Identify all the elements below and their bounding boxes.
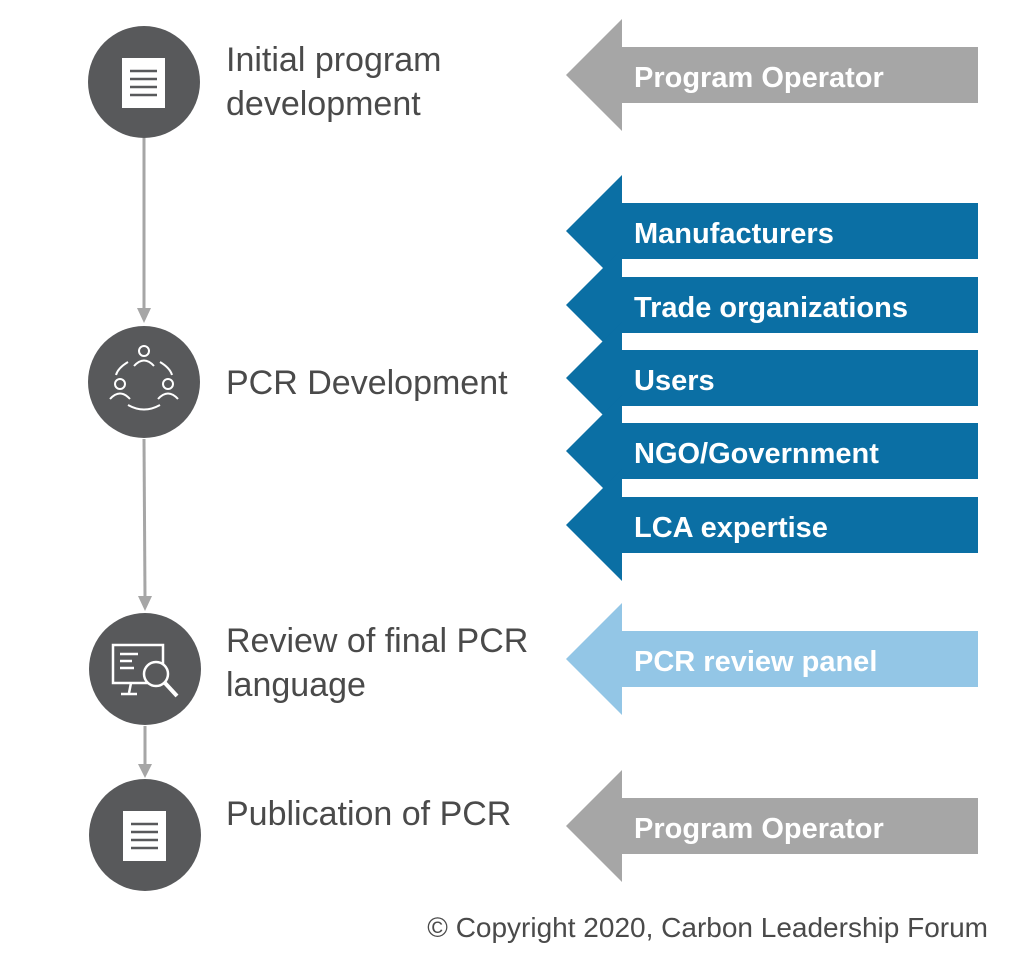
arrow-shape	[566, 395, 978, 507]
arrow-ngo-government: NGO/Government	[566, 395, 978, 507]
arrow-shape	[566, 770, 978, 882]
step-1-circle	[88, 26, 200, 138]
arrow-program-operator-bottom: Program Operator	[566, 770, 978, 882]
connector-2	[138, 438, 152, 611]
arrow-label: Trade organizations	[634, 292, 908, 324]
arrow-lca-expertise: LCA expertise	[566, 469, 978, 581]
document-icon	[122, 58, 165, 108]
step-label-pcr-development: PCR Development	[226, 364, 508, 402]
copyright-notice: © Copyright 2020, Carbon Leadership Foru…	[427, 912, 988, 943]
arrow-shape	[566, 19, 978, 131]
step-2-circle	[88, 326, 200, 438]
step-label-initial-program-development: Initial program development	[226, 41, 442, 123]
arrow-trade-organizations: Trade organizations	[566, 249, 978, 361]
arrow-users: Users	[566, 322, 978, 434]
arrow-pcr-review-panel: PCR review panel	[566, 603, 978, 715]
arrow-label: Program Operator	[634, 813, 884, 845]
arrow-label: LCA expertise	[634, 512, 828, 544]
participant-arrows: Program Operator Manufacturers Trade org…	[566, 19, 978, 882]
arrow-label: Program Operator	[634, 62, 884, 94]
arrow-label: NGO/Government	[634, 438, 879, 470]
step-4-circle	[89, 779, 201, 891]
document-icon	[123, 811, 166, 861]
step-3-circle	[89, 613, 201, 725]
arrow-label: Manufacturers	[634, 218, 834, 250]
connector-1	[137, 138, 151, 323]
arrow-program-operator-top: Program Operator	[566, 19, 978, 131]
arrow-shape	[566, 469, 978, 581]
people-network-icon	[109, 345, 179, 411]
step-label-publication-of-pcr: Publication of PCR	[226, 795, 512, 833]
arrow-label: PCR review panel	[634, 646, 877, 678]
arrow-manufacturers: Manufacturers	[566, 175, 978, 287]
arrow-shape	[566, 603, 978, 715]
arrow-shape	[566, 175, 978, 287]
arrow-label: Users	[634, 365, 715, 397]
arrow-shape	[566, 322, 978, 434]
arrow-shape	[566, 249, 978, 361]
connector-3	[138, 726, 152, 778]
step-label-review-of-final-pcr-language: Review of final PCR language	[226, 622, 529, 704]
monitor-magnifier-icon	[111, 643, 179, 698]
